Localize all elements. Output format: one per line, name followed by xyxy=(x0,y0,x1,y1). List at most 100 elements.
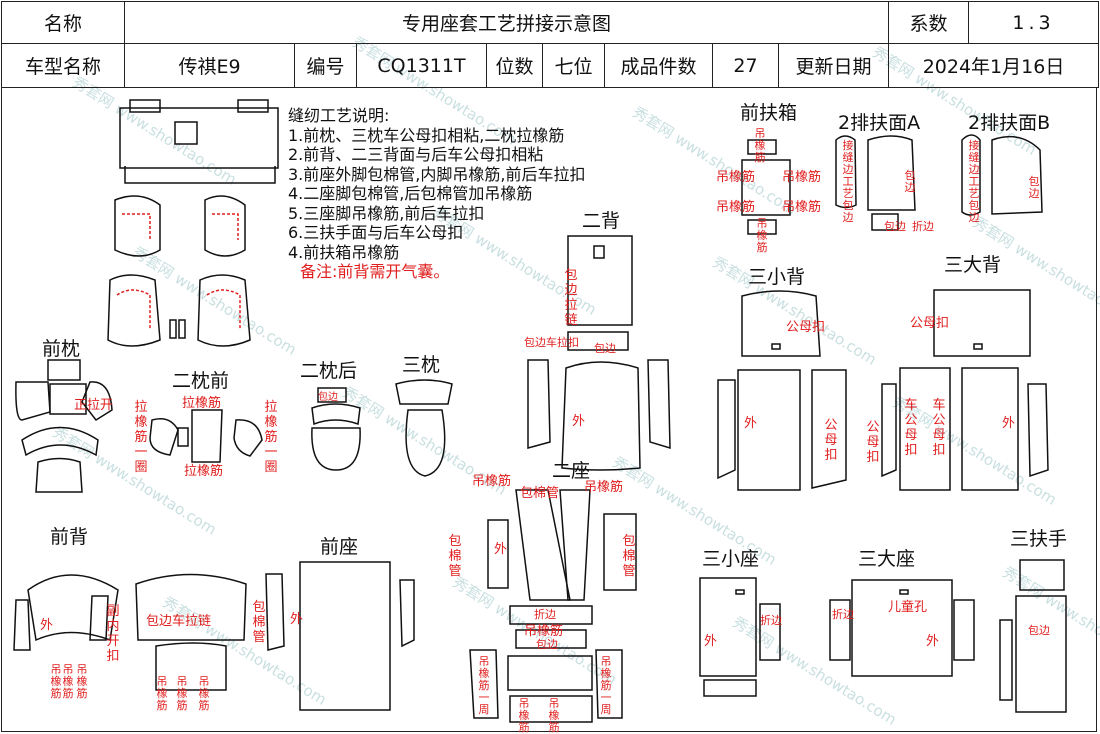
sheet-title: 专用座套工艺拼接示意图 xyxy=(123,1,890,44)
second-headrest-front-pieces xyxy=(149,409,263,463)
annotation-wrap-sew-zip: 包边车拉链 xyxy=(146,614,212,629)
annotation-wrap-edge: 包边 xyxy=(904,169,916,194)
annotation-wrap-edge: 包边 xyxy=(1028,624,1050,637)
annotation-hang-ring: 吊橡筋一周 xyxy=(478,655,490,716)
third-big-seat-pieces xyxy=(829,579,975,677)
note-item: 6.三扶手面与后车公母扣 xyxy=(288,223,464,242)
note-item: 2.前背、二三背面与后车公母扣相粘 xyxy=(288,145,544,164)
annotation-open-zip: 副内开扣 xyxy=(106,604,120,664)
second-seat-pieces xyxy=(469,489,637,723)
annotation-hang-elastic: 吊橡筋 xyxy=(156,675,168,712)
third-small-back-pieces xyxy=(717,290,847,491)
annotation-wrap-edge: 包边 xyxy=(318,392,338,403)
seat-preview-group xyxy=(107,99,279,347)
annotation-outer: 外 xyxy=(40,618,54,633)
annotation-wrap-zip: 包边拉链 xyxy=(564,268,578,328)
annotation-wrap-edge: 包边 xyxy=(594,342,616,355)
second-back-pieces xyxy=(527,235,671,471)
count-label: 成品件数 xyxy=(604,43,713,88)
annotation-wrap-tube: 包棉管 xyxy=(252,600,266,645)
annotation-hang-ring: 吊橡筋一周 xyxy=(600,655,612,716)
note-item: 4.二座脚包棉管,后包棉管加吊橡筋 xyxy=(288,184,533,203)
section-label-front-seat: 前座 xyxy=(320,536,359,558)
annotation-fold-edge: 折边 xyxy=(912,220,934,233)
annotation-snap: 公母扣 xyxy=(866,420,880,465)
annotation-wrap-fold: 包边 xyxy=(884,220,906,233)
annotation-outer: 外 xyxy=(572,414,586,429)
annotation-hang-elastic: 吊橡筋 xyxy=(524,624,564,639)
annotation-outer: 外 xyxy=(494,542,508,557)
annotation-car-snap: 车公母扣 xyxy=(932,398,946,458)
annotation-hang-elastic: 吊橡筋 xyxy=(782,200,822,215)
date-value: 2024年1月16日 xyxy=(888,43,1100,88)
annotation-zip-open: 正拉开 xyxy=(74,398,114,413)
seats-value: 七位 xyxy=(542,43,605,88)
annotation-elastic-bottom: 拉橡筋 xyxy=(184,464,224,479)
annotation-hang-elastic: 吊橡筋 xyxy=(584,480,624,495)
annotation-outer: 外 xyxy=(744,416,758,431)
name-label: 名称 xyxy=(1,1,125,44)
annotation-hang-elastic: 吊橡筋 xyxy=(518,697,530,734)
annotation-fold-edge: 折边 xyxy=(534,608,556,621)
front-seat-pieces xyxy=(265,561,415,711)
section-label-front-armbox: 前扶箱 xyxy=(740,102,798,124)
annotation-elastic-top: 拉橡筋 xyxy=(182,396,222,411)
annotation-snap: 公母扣 xyxy=(910,316,950,331)
note-item: 1.前枕、三枕车公母扣相粘,二枕拉橡筋 xyxy=(288,125,565,145)
annotation-hang-elastic: 吊橡筋 xyxy=(756,217,768,254)
annotation-wrap-edge: 包边 xyxy=(536,638,558,651)
annotation-hang-elastic: 吊橡筋 xyxy=(76,663,88,700)
date-label: 更新日期 xyxy=(777,43,890,88)
front-back-pieces xyxy=(13,573,247,691)
sewing-notes: 缝纫工艺说明: 1.前枕、三枕车公母扣相粘,二枕拉橡筋 2.前背、二三背面与后车… xyxy=(288,106,585,282)
section-label-third-small-back: 三小背 xyxy=(748,266,806,288)
annotation-hang-elastic: 吊橡筋 xyxy=(176,675,188,712)
annotation-hang-elastic: 吊橡筋 xyxy=(716,170,756,185)
header-table: 名称 专用座套工艺拼接示意图 系数 1.3 车型名称 传祺E9 编号 CQ131… xyxy=(1,1,1100,88)
section-label-third-headrest: 三枕 xyxy=(402,354,441,376)
annotation-snap: 公母扣 xyxy=(824,418,838,463)
code-value: CQ1311T xyxy=(356,43,487,88)
annotation-hang-elastic: 吊橡筋 xyxy=(50,663,62,700)
armrest-a-pieces xyxy=(835,135,916,231)
third-big-back-pieces xyxy=(881,289,1049,491)
armrest-b-pieces xyxy=(961,134,1043,216)
drawing-frame xyxy=(1,88,1097,732)
annotation-outer: 外 xyxy=(290,612,304,627)
annotation-wrap-tube: 包棉管 xyxy=(622,534,636,579)
annotation-hang-elastic: 吊橡筋 xyxy=(198,675,210,712)
note-remark: 备注:前背需开气囊。 xyxy=(300,262,450,281)
annotation-wrap-tube: 包棉管 xyxy=(448,534,462,579)
annotation-wrap-edge: 包边 xyxy=(1028,175,1040,200)
annotation-hang-elastic: 吊橡筋 xyxy=(716,200,756,215)
annotation-sew-joint-a: 接缝边工艺包边 xyxy=(842,139,854,224)
coef-value: 1.3 xyxy=(968,1,1100,44)
annotation-outer: 外 xyxy=(704,634,718,649)
front-armbox-pieces xyxy=(741,139,791,235)
annotation-fold-edge: 折边 xyxy=(760,614,782,627)
annotation-outer: 外 xyxy=(926,634,940,649)
note-item: 4.前扶箱吊橡筋 xyxy=(288,242,400,262)
annotation-car-snap: 车公母扣 xyxy=(904,398,918,458)
annotation-hang-elastic: 吊橡筋 xyxy=(782,170,822,185)
code-label: 编号 xyxy=(294,43,357,88)
front-headrest-pieces xyxy=(15,359,113,493)
annotation-child-hole: 儿童孔 xyxy=(888,600,928,615)
annotation-hang-elastic: 吊橡筋 xyxy=(472,474,512,489)
annotation-elastic-ring-left: 拉橡筋一圈 xyxy=(134,400,148,475)
section-label-third-small-seat: 三小座 xyxy=(702,548,760,570)
section-label-third-armrest: 三扶手 xyxy=(1010,528,1068,550)
annotation-snap: 公母扣 xyxy=(786,320,826,335)
second-headrest-back-pieces xyxy=(311,387,361,471)
section-label-second-headrest-back: 二枕后 xyxy=(300,360,358,382)
third-headrest-pieces xyxy=(395,379,453,477)
notes-title: 缝纫工艺说明: xyxy=(288,106,390,125)
section-label-front-back: 前背 xyxy=(50,526,89,548)
section-label-second-seat: 二座 xyxy=(552,460,591,482)
section-label-armrest-a: 2排扶面A xyxy=(838,112,921,134)
note-item: 5.三座脚吊橡筋,前后车拉扣 xyxy=(288,203,485,223)
annotation-hang-elastic: 吊橡筋 xyxy=(62,663,74,700)
annotation-fold-edge: 折边 xyxy=(832,608,854,621)
